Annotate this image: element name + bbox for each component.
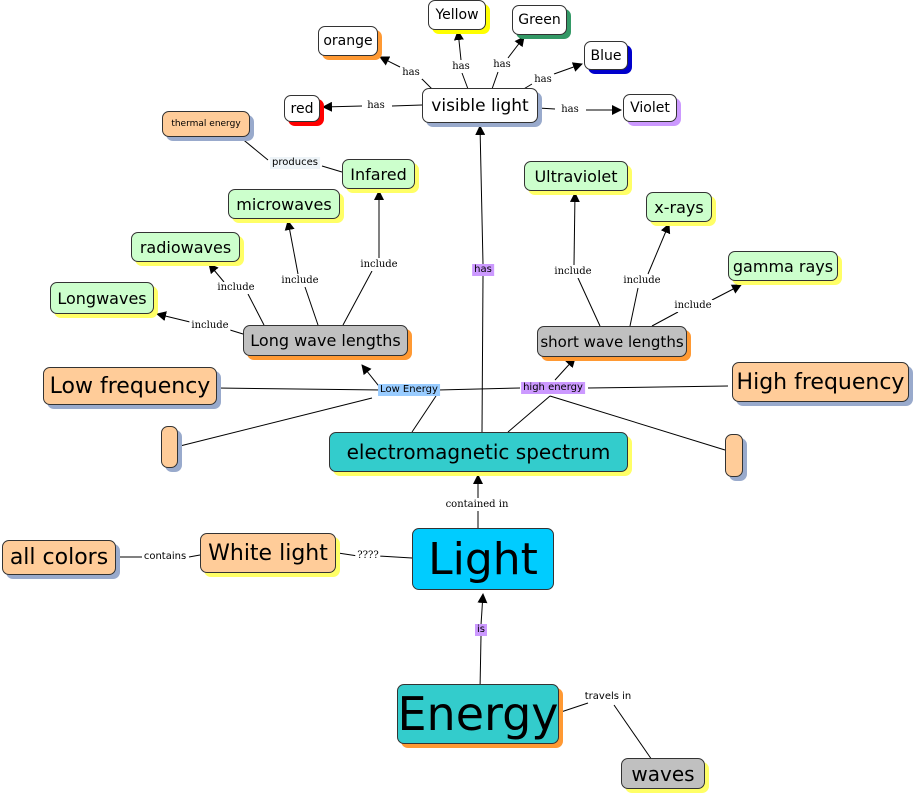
connector-line <box>629 287 639 327</box>
em-spectrum-node[interactable]: electromagnetic spectrum <box>329 432 628 472</box>
link-label-low-energy: Low Energy <box>378 384 440 396</box>
connector-arrow <box>569 192 580 266</box>
gamma-rays-node[interactable]: gamma rays <box>728 251 838 281</box>
connector-line <box>342 270 373 326</box>
link-label-include-gamma: include <box>672 300 714 312</box>
link-label-contains: contains <box>143 551 187 562</box>
visible-light-node[interactable]: visible light <box>422 88 538 123</box>
connector-line <box>337 552 359 557</box>
radiowaves-node[interactable]: radiowaves <box>131 232 240 262</box>
connector-line <box>481 275 484 433</box>
link-label-is: is <box>475 624 487 636</box>
connector-line <box>321 165 343 173</box>
infared-node[interactable]: Infared <box>342 159 415 189</box>
link-label-has-red: has <box>365 100 387 112</box>
connector-arrow <box>647 223 671 275</box>
connector-arrow <box>711 284 742 301</box>
connector-line <box>491 71 499 90</box>
empty-right-node[interactable] <box>725 434 743 477</box>
yellow-node[interactable]: Yellow <box>428 0 486 30</box>
connector-arrow <box>475 125 486 265</box>
connector-line <box>461 72 469 90</box>
link-label-include-radiowaves: include <box>215 282 257 294</box>
link-label-include-ultraviolet: include <box>552 266 594 278</box>
longwaves-node[interactable]: Longwaves <box>50 282 154 314</box>
empty-left-node[interactable] <box>161 426 178 468</box>
connector-arrow <box>554 357 576 381</box>
connector-line <box>549 395 726 451</box>
white-light-node[interactable]: White light <box>200 533 336 573</box>
ultraviolet-node[interactable]: Ultraviolet <box>524 161 628 191</box>
link-label-has-spectrum: has <box>472 264 494 276</box>
link-label-produces: produces <box>270 157 320 169</box>
x-rays-node[interactable]: x-rays <box>646 192 712 222</box>
connector-line <box>229 329 244 335</box>
all-colors-node[interactable]: all colors <box>2 540 116 575</box>
connector-line <box>507 395 551 433</box>
connector-line <box>437 387 521 391</box>
short-wave-lengths-node[interactable]: short wave lengths <box>537 326 687 357</box>
link-label-include-infared: include <box>358 259 400 271</box>
connector-line <box>577 277 601 327</box>
link-label-has-yellow: has <box>450 61 472 73</box>
connector-arrow <box>156 311 191 323</box>
long-wave-lengths-node[interactable]: Long wave lengths <box>243 325 408 356</box>
high-frequency-node[interactable]: High frequency <box>732 362 909 402</box>
connector-line <box>587 385 729 389</box>
link-label-contained-in: contained in <box>443 499 511 511</box>
connector-line <box>179 397 373 447</box>
microwaves-node[interactable]: microwaves <box>228 189 340 219</box>
connector-arrow <box>322 101 363 112</box>
orange-node[interactable]: orange <box>318 26 378 56</box>
connector-arrow <box>379 56 401 68</box>
violet-node[interactable]: Violet <box>623 94 677 122</box>
blue-node[interactable]: Blue <box>584 41 628 70</box>
red-node[interactable]: red <box>284 95 320 122</box>
light-node[interactable]: Light <box>412 528 554 590</box>
link-label-high-energy: high energy <box>521 382 585 394</box>
link-label-question: ???? <box>355 550 381 562</box>
connector-arrow <box>507 36 525 59</box>
connector-arrow <box>477 593 488 626</box>
connector-line <box>247 293 265 326</box>
connector-line <box>420 77 433 90</box>
link-label-has-orange: has <box>400 67 422 79</box>
connector-line <box>651 311 679 327</box>
connector-line <box>216 387 383 391</box>
link-label-include-longwaves: include <box>189 320 231 332</box>
connector-line <box>613 704 653 761</box>
link-label-has-green: has <box>491 59 513 71</box>
connector-arrow <box>208 263 225 283</box>
connector-line <box>304 286 319 326</box>
link-label-include-microwaves: include <box>279 275 321 287</box>
connector-arrow <box>284 220 299 275</box>
connector-line <box>560 702 589 713</box>
connector-line <box>377 555 413 559</box>
waves-node[interactable]: waves <box>621 758 705 789</box>
energy-node[interactable]: Energy <box>397 684 559 744</box>
low-frequency-node[interactable]: Low frequency <box>43 367 217 405</box>
connector-line <box>239 136 269 161</box>
connector-line <box>537 107 556 110</box>
link-label-has-blue: has <box>532 74 554 86</box>
link-label-include-xrays: include <box>621 275 663 287</box>
connector-line <box>411 395 437 433</box>
thermal-energy-node[interactable]: thermal energy <box>162 111 250 137</box>
connector-line <box>391 104 423 107</box>
connector-line <box>479 635 482 691</box>
connector-line <box>188 554 201 558</box>
connector-arrow <box>453 30 464 61</box>
green-node[interactable]: Green <box>512 5 567 35</box>
link-label-travels-in: travels in <box>584 691 632 702</box>
link-label-has-violet: has <box>559 104 581 116</box>
connector-arrow <box>553 62 583 75</box>
